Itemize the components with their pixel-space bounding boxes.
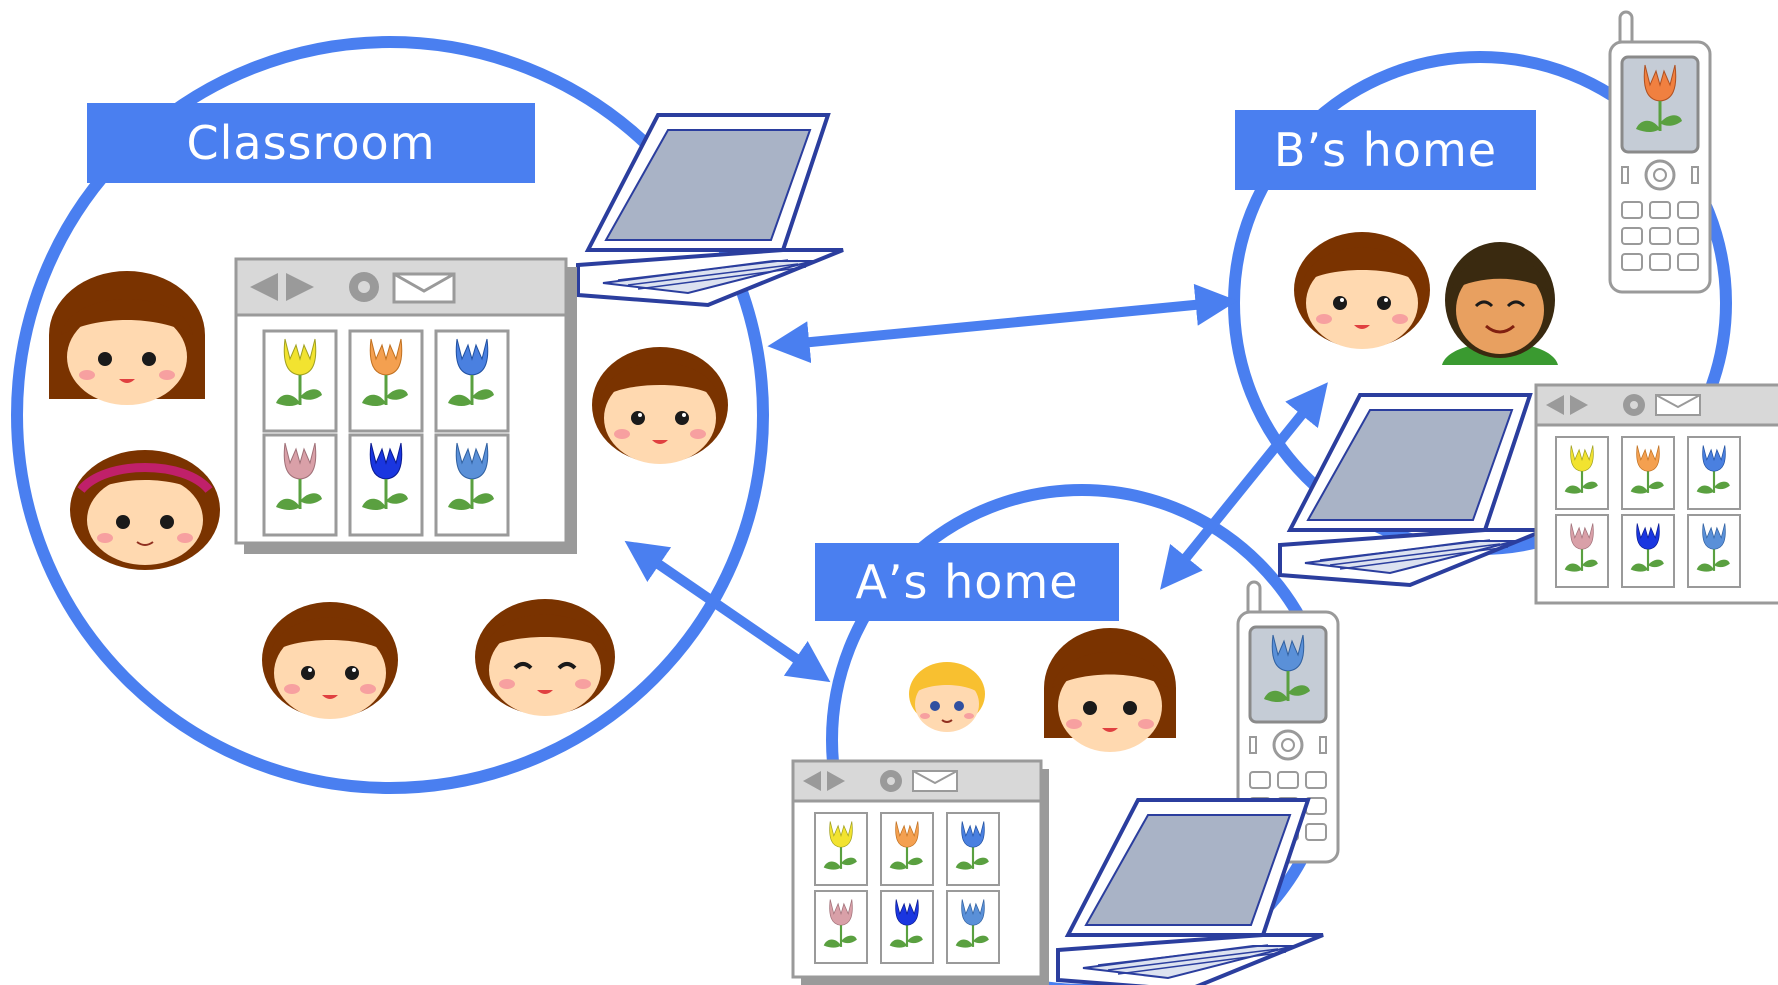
classroom-label: Classroom (87, 103, 535, 183)
adult-icon (1442, 242, 1558, 365)
laptop-icon (576, 113, 845, 307)
b-home-a-home-arrow (1160, 382, 1328, 590)
classroom-b-home-arrow (767, 283, 1238, 364)
child-face-icon (262, 602, 398, 719)
a-home-label: A’s home (815, 543, 1119, 621)
child-face-icon (592, 347, 728, 464)
child-face-icon (49, 271, 205, 405)
browser-window-icon (791, 759, 1049, 985)
classroom-a-home-arrow (624, 540, 831, 683)
mobile-phone-icon (1608, 10, 1712, 294)
laptop-icon (1278, 393, 1547, 587)
child-face-icon (1294, 232, 1430, 349)
browser-window-icon (1534, 383, 1778, 605)
child-face-icon (909, 662, 985, 732)
browser-window-icon (234, 257, 577, 554)
child-face-icon (1044, 628, 1176, 752)
b-home-label: B’s home (1235, 110, 1536, 190)
classroom-circle (11, 36, 769, 794)
child-face-icon (70, 450, 220, 570)
child-face-icon (475, 599, 615, 716)
